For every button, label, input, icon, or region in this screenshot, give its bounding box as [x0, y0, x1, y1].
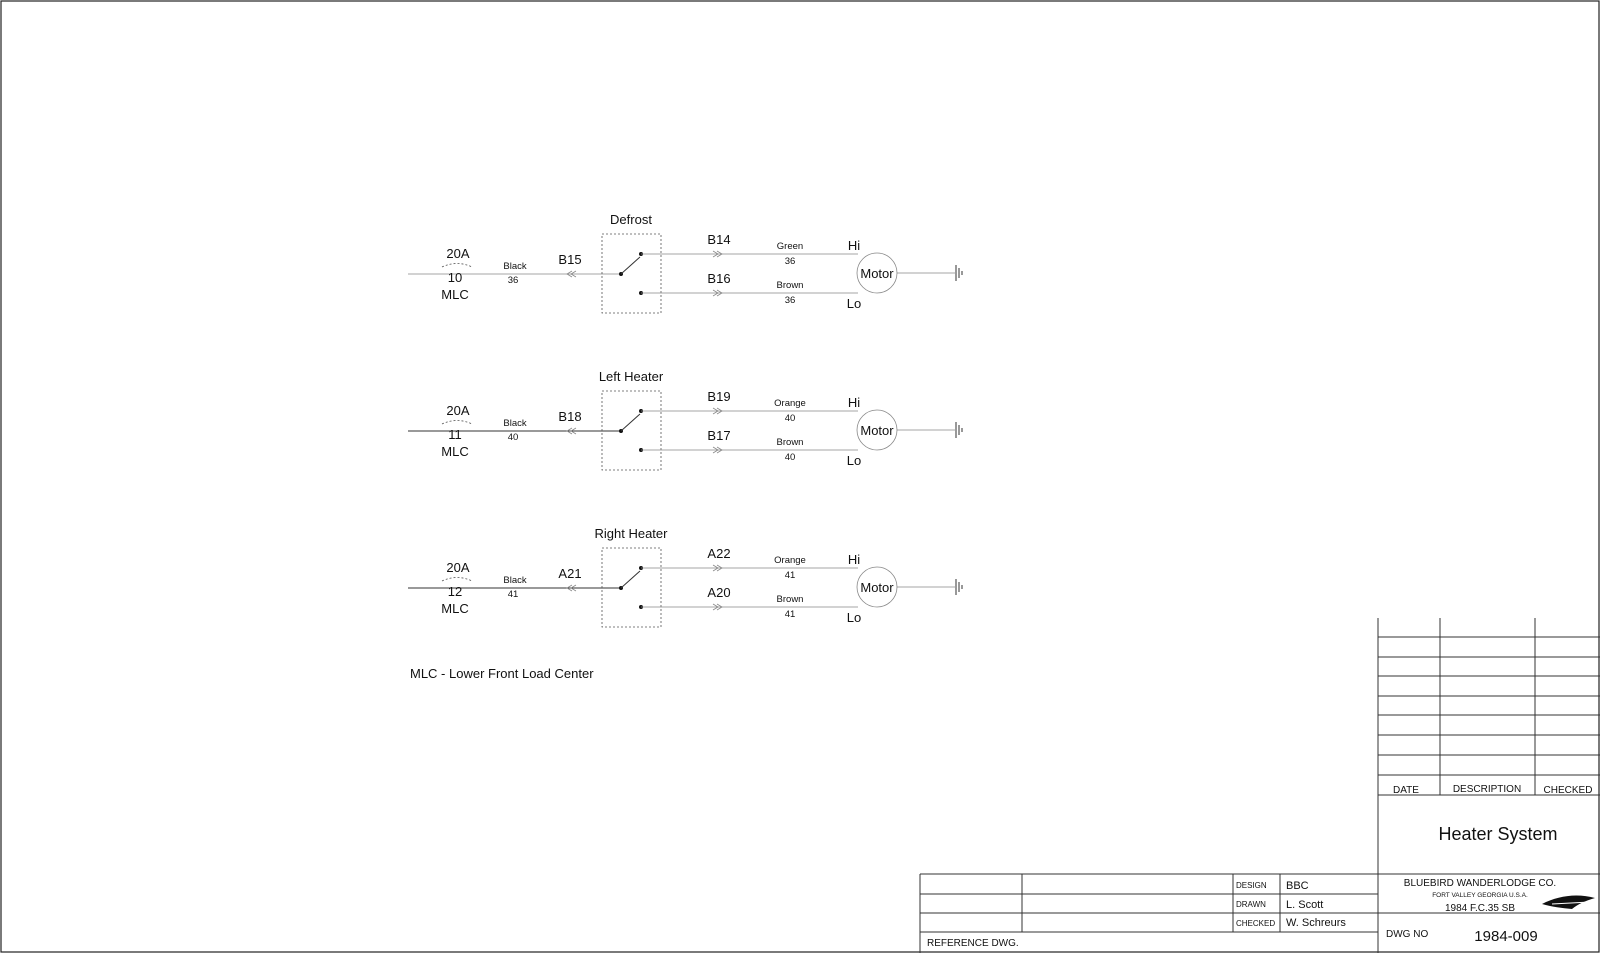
switch-box: [601, 233, 662, 314]
input-terminal: B15: [558, 252, 581, 267]
switch-blade: [620, 570, 641, 589]
lo-wire-color: Brown: [777, 280, 804, 291]
switch-label: Right Heater: [595, 526, 669, 541]
feed-wire-color: Black: [503, 575, 526, 586]
design-label: DESIGN: [1236, 881, 1267, 890]
circuit-1: 20A10MLCBlack36B15DefrostB14B16Green36Br…: [408, 212, 963, 314]
circuits: 20A10MLCBlack36B15DefrostB14B16Green36Br…: [408, 212, 963, 628]
lo-terminal: B17: [707, 428, 730, 443]
hi-wire-gauge: 41: [785, 570, 796, 581]
hi-speed-label: Hi: [848, 238, 860, 253]
fuse-rating: 20A: [446, 403, 469, 418]
feed-wire-gauge: 41: [508, 589, 519, 600]
revision-description-header: DESCRIPTION: [1453, 784, 1521, 795]
feed-wire-gauge: 36: [508, 275, 519, 286]
model-designation: 1984 F.C.35 SB: [1445, 903, 1515, 914]
fuse-icon: [441, 577, 473, 582]
fuse-panel: MLC: [441, 287, 468, 302]
checked-label: CHECKED: [1236, 919, 1275, 928]
reference-dwg-label: REFERENCE DWG.: [927, 938, 1019, 949]
lo-terminal: A20: [707, 585, 730, 600]
company-name: BLUEBIRD WANDERLODGE CO.: [1404, 878, 1556, 889]
feed-wire-color: Black: [503, 418, 526, 429]
hi-wire-color: Green: [777, 241, 803, 252]
drawn-value: L. Scott: [1286, 899, 1323, 911]
motor-label: Motor: [860, 423, 894, 438]
lo-connector-icon: [712, 289, 723, 297]
hi-connector-icon: [712, 250, 723, 258]
input-connector-icon: [566, 584, 577, 592]
motor-label: Motor: [860, 580, 894, 595]
dwg-no-value: 1984-009: [1474, 928, 1537, 945]
revision-block: DATE DESCRIPTION CHECKED: [1377, 618, 1600, 953]
fuse-icon: [441, 420, 473, 425]
ground-icon: [955, 579, 963, 595]
dwg-no-label: DWG NO: [1386, 929, 1428, 940]
lo-wire-gauge: 41: [785, 609, 796, 620]
hi-speed-label: Hi: [848, 395, 860, 410]
hi-wire-color: Orange: [774, 398, 806, 409]
hi-wire-gauge: 40: [785, 413, 796, 424]
hi-wire-gauge: 36: [785, 256, 796, 267]
fuse-number: 11: [448, 427, 462, 442]
fuse-number: 10: [448, 270, 462, 285]
revision-checked-header: CHECKED: [1544, 785, 1593, 796]
hi-terminal: B14: [707, 232, 730, 247]
bluebird-logo-icon: [1542, 895, 1595, 909]
input-connector-icon: [566, 270, 577, 278]
motor-label: Motor: [860, 266, 894, 281]
hi-wire-color: Orange: [774, 555, 806, 566]
fuse-panel: MLC: [441, 444, 468, 459]
fuse-panel: MLC: [441, 601, 468, 616]
hi-terminal: B19: [707, 389, 730, 404]
checked-value: W. Schreurs: [1286, 917, 1346, 929]
fuse-rating: 20A: [446, 246, 469, 261]
fuse-icon: [441, 263, 473, 268]
fuse-number: 12: [448, 584, 462, 599]
drawing-title: Heater System: [1438, 824, 1557, 844]
drawn-label: DRAWN: [1236, 900, 1266, 909]
feed-wire-color: Black: [503, 261, 526, 272]
company-location: FORT VALLEY GEORGIA U.S.A.: [1432, 892, 1528, 899]
design-value: BBC: [1286, 880, 1309, 892]
lo-wire-gauge: 36: [785, 295, 796, 306]
lo-wire-color: Brown: [777, 437, 804, 448]
hi-connector-icon: [712, 407, 723, 415]
legend-note: MLC - Lower Front Load Center: [410, 666, 594, 681]
feed-wire-gauge: 40: [508, 432, 519, 443]
switch-blade: [620, 413, 641, 432]
input-terminal: A21: [558, 566, 581, 581]
switch-label: Defrost: [610, 212, 652, 227]
lo-wire-color: Brown: [777, 594, 804, 605]
ground-icon: [955, 422, 963, 438]
lo-connector-icon: [712, 603, 723, 611]
hi-connector-icon: [712, 564, 723, 572]
lo-terminal: B16: [707, 271, 730, 286]
input-terminal: B18: [558, 409, 581, 424]
lo-wire-gauge: 40: [785, 452, 796, 463]
hi-terminal: A22: [707, 546, 730, 561]
switch-label: Left Heater: [599, 369, 664, 384]
title-block: Heater System DESIGN BBC DRAWN L. Scott …: [919, 824, 1600, 953]
hi-speed-label: Hi: [848, 552, 860, 567]
lo-speed-label: Lo: [847, 296, 861, 311]
lo-connector-icon: [712, 446, 723, 454]
fuse-rating: 20A: [446, 560, 469, 575]
lo-speed-label: Lo: [847, 453, 861, 468]
switch-box: [601, 390, 662, 471]
input-connector-icon: [566, 427, 577, 435]
switch-box: [601, 547, 662, 628]
revision-date-header: DATE: [1393, 785, 1419, 796]
switch-blade: [620, 256, 641, 275]
ground-icon: [955, 265, 963, 281]
lo-speed-label: Lo: [847, 610, 861, 625]
